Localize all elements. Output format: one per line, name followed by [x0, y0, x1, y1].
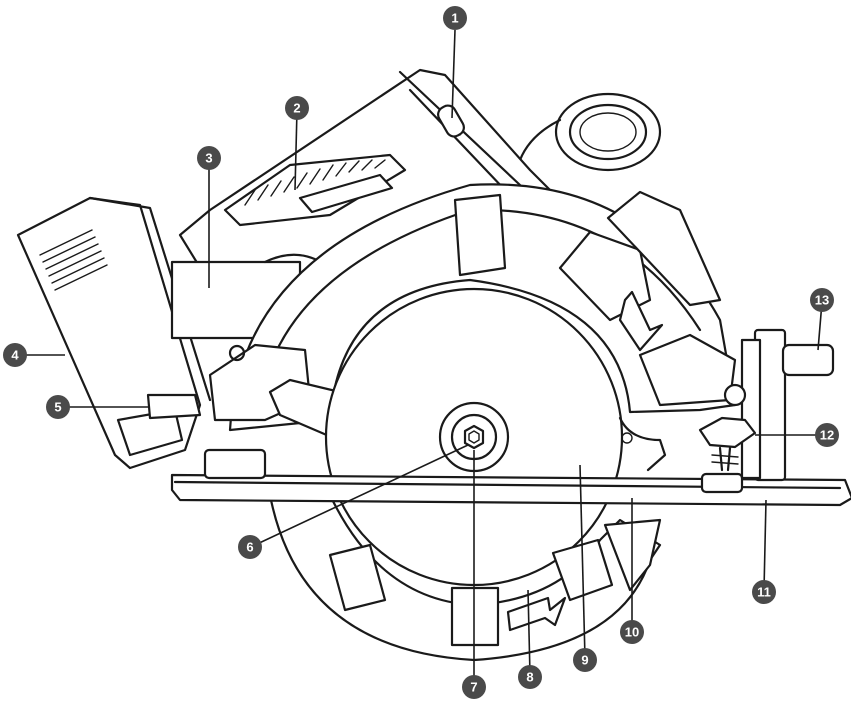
callout-2-label: 2: [293, 101, 300, 116]
callout-4-label: 4: [11, 348, 19, 363]
callout-8-label: 8: [526, 670, 533, 685]
callout-7-label: 7: [470, 680, 477, 695]
callout-2: 2: [285, 96, 309, 120]
callout-7: 7: [462, 675, 486, 699]
callout-12: 12: [815, 423, 839, 447]
callout-1: 1: [443, 6, 467, 30]
callout-13-label: 13: [815, 293, 829, 308]
handle-grip: [223, 153, 407, 227]
upper-blade-guard: [228, 183, 737, 432]
callout-8: 8: [518, 665, 542, 689]
callout-9: 9: [573, 648, 597, 672]
bevel-lock-knob: [698, 416, 757, 472]
battery-release-button: [146, 393, 202, 420]
callout-11-label: 11: [757, 585, 771, 600]
callout-3-label: 3: [205, 151, 212, 166]
trigger-switch: [437, 104, 465, 138]
dust-port: [518, 92, 662, 172]
callout-1-label: 1: [451, 11, 458, 26]
base-plate: [170, 472, 851, 507]
callout-11: 11: [752, 580, 776, 604]
leader-lines: [25, 29, 825, 685]
callout-6-label: 6: [246, 540, 253, 555]
rear-clip: [203, 448, 267, 480]
callout-3: 3: [197, 146, 221, 170]
callout-12-label: 12: [820, 428, 834, 443]
callout-5: 5: [46, 395, 70, 419]
depth-adjust-bracket: [723, 328, 835, 482]
callout-4: 4: [3, 343, 27, 367]
callout-10-label: 10: [625, 625, 639, 640]
callout-13: 13: [810, 288, 834, 312]
callout-9-label: 9: [581, 653, 588, 668]
callout-5-label: 5: [54, 400, 61, 415]
callout-6: 6: [238, 535, 262, 559]
callout-10: 10: [620, 620, 644, 644]
